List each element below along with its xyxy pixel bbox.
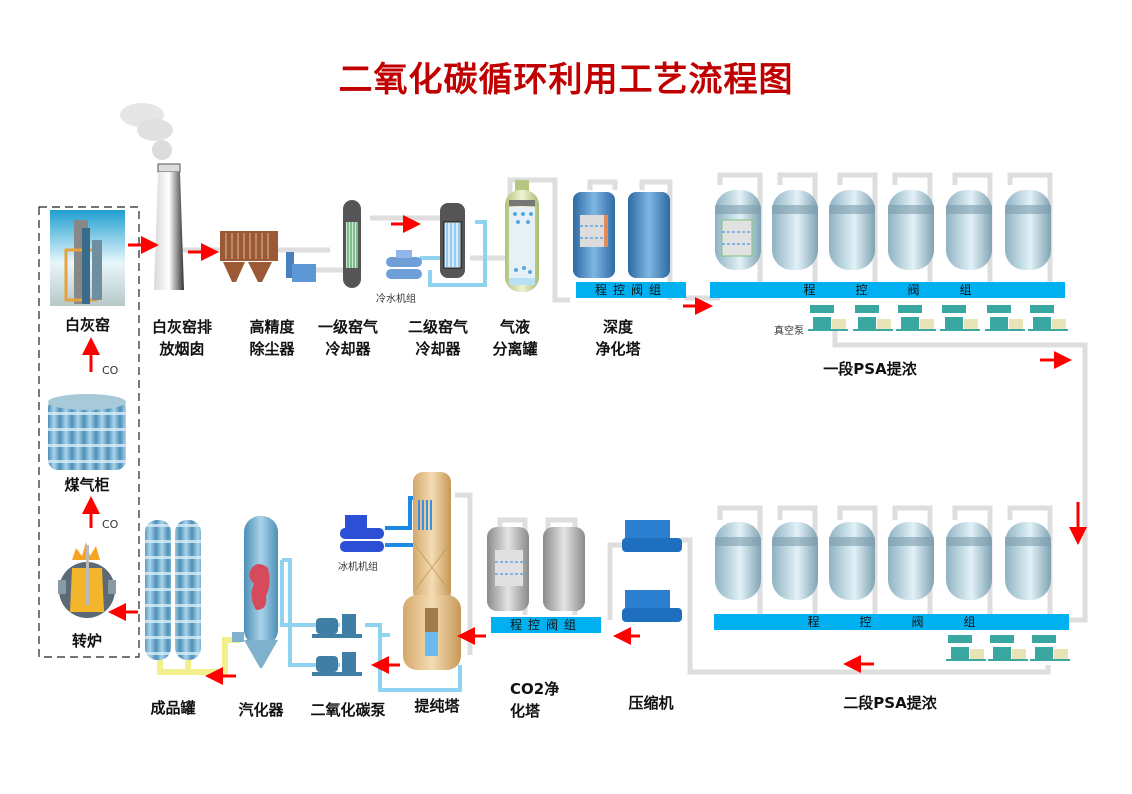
co2-pumps xyxy=(312,614,362,676)
ice-machine-unit xyxy=(340,515,384,552)
valve-char: 组 xyxy=(649,283,668,297)
purification-tower xyxy=(403,472,461,670)
label-gas-holder: 煤气柜 xyxy=(64,476,110,494)
label-separator: 气液 分离罐 xyxy=(492,318,538,358)
label-psa1: 一段PSA提浓 xyxy=(823,360,917,378)
valve-char: 组 xyxy=(959,283,972,297)
cooler-2 xyxy=(440,203,465,278)
converter xyxy=(58,542,116,618)
label-product-tank: 成品罐 xyxy=(150,699,196,717)
valve-char: 程 xyxy=(807,615,820,629)
label-converter: 转炉 xyxy=(71,632,102,650)
label-cooler-2: 二级窑气 冷却器 xyxy=(407,318,468,358)
valve-char: 程 xyxy=(803,283,816,297)
flow-arrows xyxy=(82,215,1087,685)
valve-char: 阀 xyxy=(911,615,924,629)
psa2-tanks xyxy=(715,522,1051,600)
valve-char: 阀 xyxy=(546,618,565,632)
label-co2-purifier: CO2净 化塔 xyxy=(510,680,560,720)
valve-char: 控 xyxy=(855,283,868,297)
label-deep-purifier: 深度 净化塔 xyxy=(595,318,641,358)
label-psa2: 二段PSA提浓 xyxy=(843,694,937,712)
valve-char: 程 xyxy=(509,618,528,632)
label-cooler-1: 一级窑气 冷却器 xyxy=(317,318,378,358)
cooler-1 xyxy=(343,200,361,288)
valve-char: 组 xyxy=(564,618,583,632)
valve-char: 控 xyxy=(859,615,872,629)
label-co2-pump: 二氧化碳泵 xyxy=(310,701,386,719)
label-purify-tower: 提纯塔 xyxy=(414,697,460,715)
valve-group-deep-purifier: 程控阀组 xyxy=(576,282,686,298)
label-lime-kiln: 白灰窑 xyxy=(64,316,110,334)
label-chimney: 白灰窑排 放烟囱 xyxy=(151,318,212,358)
psa1-tanks xyxy=(715,190,1051,270)
vaporizer xyxy=(232,516,278,668)
label-vacuum-pump: 真空泵 xyxy=(774,326,804,337)
product-tanks xyxy=(145,520,201,660)
label-chiller-unit: 冷水机组 xyxy=(376,294,416,305)
gas-liquid-separator xyxy=(505,180,539,292)
valve-char: 组 xyxy=(963,615,976,629)
valve-char: 程 xyxy=(594,283,613,297)
valve-group-psa2: 程控阀组 xyxy=(714,614,1069,630)
valve-char: 阀 xyxy=(907,283,920,297)
valve-char: 阀 xyxy=(631,283,650,297)
deep-purifier-tanks xyxy=(573,192,670,278)
label-compressor: 压缩机 xyxy=(628,694,674,712)
gas-holder xyxy=(48,394,126,470)
valve-group-co2-purifier: 程控阀组 xyxy=(491,617,601,633)
chimney xyxy=(120,103,184,290)
valve-char: 控 xyxy=(612,283,631,297)
boundary-box xyxy=(38,206,140,658)
dust-collector xyxy=(220,231,316,282)
label-ice-machine-unit: 冰机机组 xyxy=(338,562,378,573)
label-co-2: CO xyxy=(102,518,119,531)
co2-purifier-tanks xyxy=(487,527,585,611)
label-dust-collector: 高精度 除尘器 xyxy=(249,318,295,358)
vacuum-pumps-psa2 xyxy=(946,635,1070,661)
valve-char: 控 xyxy=(527,618,546,632)
page-title: 二氧化碳循环利用工艺流程图 xyxy=(338,60,794,100)
valve-group-psa1: 程控阀组 xyxy=(710,282,1065,298)
chiller-unit-1 xyxy=(386,250,422,279)
label-vaporizer: 汽化器 xyxy=(238,701,284,719)
vacuum-pumps-psa1 xyxy=(808,305,1068,331)
product-pipe xyxy=(157,637,240,675)
compressors xyxy=(622,520,682,622)
label-co-1: CO xyxy=(102,364,119,377)
lime-kiln-image xyxy=(50,210,125,306)
